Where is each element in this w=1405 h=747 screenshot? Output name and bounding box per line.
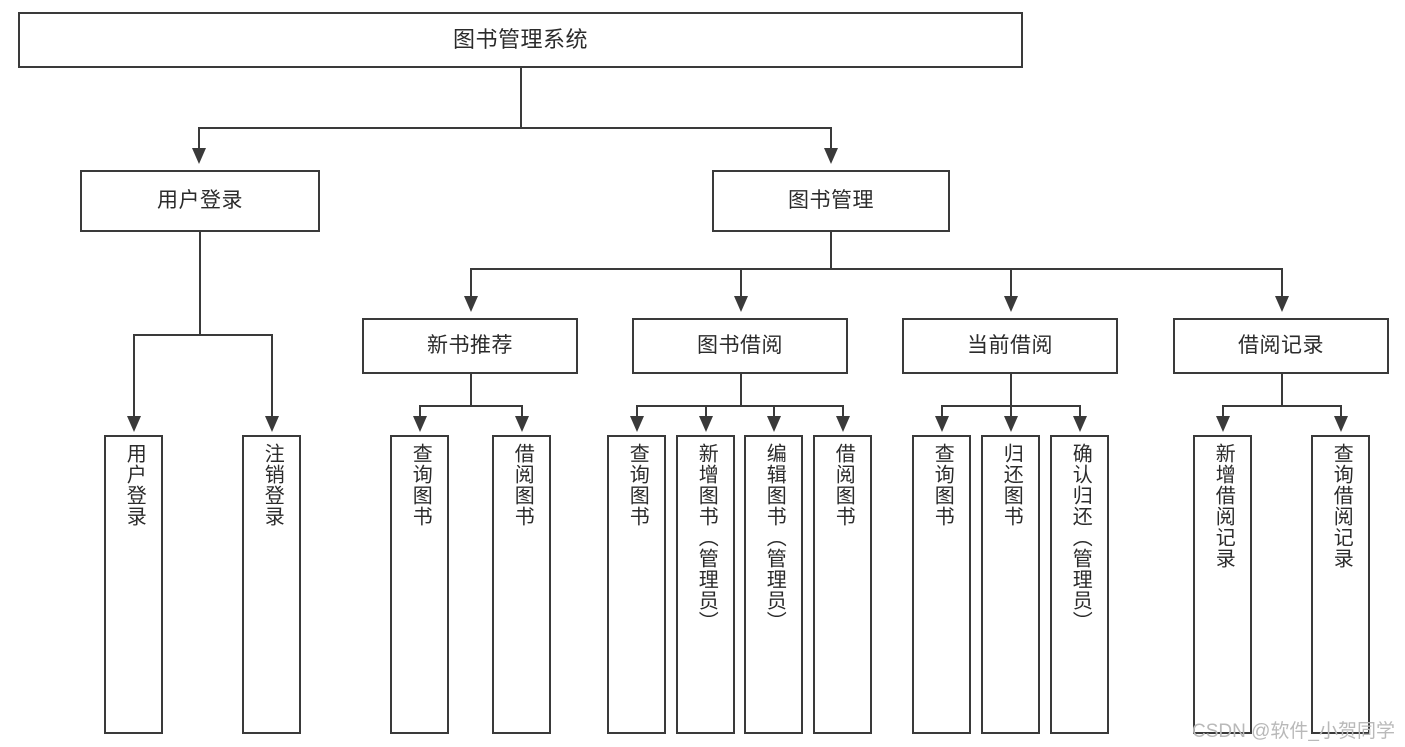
leaf-return-book-label: 归还图书 [1000, 443, 1023, 527]
connector-borrow-record-leaf1 [1222, 405, 1224, 417]
leaf-borrow-book-1[interactable]: 借阅图书 [492, 435, 551, 734]
connector-user-login-bus [133, 334, 273, 336]
connector-current-borrow-trunk [1010, 374, 1012, 406]
node-book-borrow[interactable]: 图书借阅 [632, 318, 848, 374]
node-borrow-record-label: 借阅记录 [1238, 333, 1324, 357]
leaf-borrow-book-2-label: 借阅图书 [832, 443, 855, 527]
leaf-user-login[interactable]: 用户登录 [104, 435, 163, 734]
connector-new-book-leaf1 [419, 405, 421, 417]
node-current-borrow-label: 当前借阅 [967, 333, 1053, 357]
connector-to-book-manage [830, 127, 832, 149]
arrow-to-book-manage [824, 148, 838, 164]
connector-current-borrow-leaf3 [1079, 405, 1081, 417]
leaf-query-record[interactable]: 查询借阅记录 [1311, 435, 1370, 734]
connector-to-current-borrow [1010, 268, 1012, 297]
arrow-to-user-login [192, 148, 206, 164]
arrow-leaf-return-book [1004, 416, 1018, 432]
leaf-query-book-1-label: 查询图书 [409, 443, 432, 527]
arrow-to-current-borrow [1004, 296, 1018, 312]
connector-book-borrow-trunk [740, 374, 742, 406]
node-user-login-label: 用户登录 [157, 188, 243, 212]
leaf-user-login-label: 用户登录 [123, 443, 146, 527]
arrow-leaf-add-record [1216, 416, 1230, 432]
node-new-book-recommend[interactable]: 新书推荐 [362, 318, 578, 374]
leaf-add-book-label: 新增图书（管理员） [695, 443, 718, 632]
leaf-user-logout-label: 注销登录 [261, 443, 284, 527]
leaf-query-book-3[interactable]: 查询图书 [912, 435, 971, 734]
connector-book-manage-bus [470, 268, 1281, 270]
arrow-leaf-query-record [1334, 416, 1348, 432]
connector-book-borrow-leaf3 [773, 405, 775, 417]
leaf-borrow-book-2[interactable]: 借阅图书 [813, 435, 872, 734]
connector-new-book-leaf2 [521, 405, 523, 417]
arrow-leaf-query-book-2 [630, 416, 644, 432]
node-current-borrow[interactable]: 当前借阅 [902, 318, 1118, 374]
leaf-query-book-3-label: 查询图书 [931, 443, 954, 527]
connector-borrow-record-trunk [1281, 374, 1283, 406]
node-book-manage[interactable]: 图书管理 [712, 170, 950, 232]
leaf-add-book[interactable]: 新增图书（管理员） [676, 435, 735, 734]
connector-new-book-trunk [470, 374, 472, 406]
leaf-add-record-label: 新增借阅记录 [1212, 443, 1235, 569]
connector-to-book-borrow [740, 268, 742, 297]
connector-user-login-leaf1 [133, 334, 135, 417]
connector-new-book-bus [419, 405, 522, 407]
arrow-leaf-query-book-3 [935, 416, 949, 432]
connector-current-borrow-leaf1 [941, 405, 943, 417]
connector-book-borrow-leaf2 [705, 405, 707, 417]
arrow-leaf-query-book-1 [413, 416, 427, 432]
connector-borrow-record-leaf2 [1340, 405, 1342, 417]
connector-book-borrow-leaf1 [636, 405, 638, 417]
connector-user-login-trunk [199, 232, 201, 335]
arrow-leaf-borrow-book-2 [836, 416, 850, 432]
connector-borrow-record-bus [1222, 405, 1342, 407]
node-book-manage-label: 图书管理 [788, 188, 874, 212]
node-book-borrow-label: 图书借阅 [697, 333, 783, 357]
leaf-edit-book-label: 编辑图书（管理员） [763, 443, 786, 632]
leaf-confirm-return[interactable]: 确认归还（管理员） [1050, 435, 1109, 734]
arrow-leaf-add-book [699, 416, 713, 432]
node-root-label: 图书管理系统 [452, 27, 588, 53]
connector-to-new-book-recommend [470, 268, 472, 297]
leaf-query-book-1[interactable]: 查询图书 [390, 435, 449, 734]
leaf-query-record-label: 查询借阅记录 [1330, 443, 1353, 569]
connector-root-trunk [520, 68, 522, 128]
arrow-leaf-user-logout [265, 416, 279, 432]
node-new-book-recommend-label: 新书推荐 [427, 333, 513, 357]
connector-book-manage-trunk [830, 232, 832, 269]
leaf-query-book-2[interactable]: 查询图书 [607, 435, 666, 734]
connector-current-borrow-leaf2 [1010, 405, 1012, 417]
arrow-leaf-confirm-return [1073, 416, 1087, 432]
arrow-leaf-user-login [127, 416, 141, 432]
connector-to-borrow-record [1281, 268, 1283, 297]
connector-user-login-leaf2 [271, 334, 273, 417]
node-user-login[interactable]: 用户登录 [80, 170, 320, 232]
arrow-to-new-book-recommend [464, 296, 478, 312]
connector-level1-bus [198, 127, 832, 129]
node-borrow-record[interactable]: 借阅记录 [1173, 318, 1389, 374]
leaf-confirm-return-label: 确认归还（管理员） [1069, 443, 1092, 632]
connector-book-borrow-bus [636, 405, 844, 407]
leaf-user-logout[interactable]: 注销登录 [242, 435, 301, 734]
connector-to-user-login [198, 127, 200, 149]
csdn-watermark: CSDN @软件_小贺同学 [1192, 721, 1395, 742]
node-root[interactable]: 图书管理系统 [18, 12, 1023, 68]
arrow-leaf-edit-book [767, 416, 781, 432]
arrow-to-borrow-record [1275, 296, 1289, 312]
leaf-edit-book[interactable]: 编辑图书（管理员） [744, 435, 803, 734]
leaf-borrow-book-1-label: 借阅图书 [511, 443, 534, 527]
leaf-query-book-2-label: 查询图书 [626, 443, 649, 527]
leaf-return-book[interactable]: 归还图书 [981, 435, 1040, 734]
arrow-to-book-borrow [734, 296, 748, 312]
arrow-leaf-borrow-book-1 [515, 416, 529, 432]
leaf-add-record[interactable]: 新增借阅记录 [1193, 435, 1252, 734]
connector-book-borrow-leaf4 [842, 405, 844, 417]
